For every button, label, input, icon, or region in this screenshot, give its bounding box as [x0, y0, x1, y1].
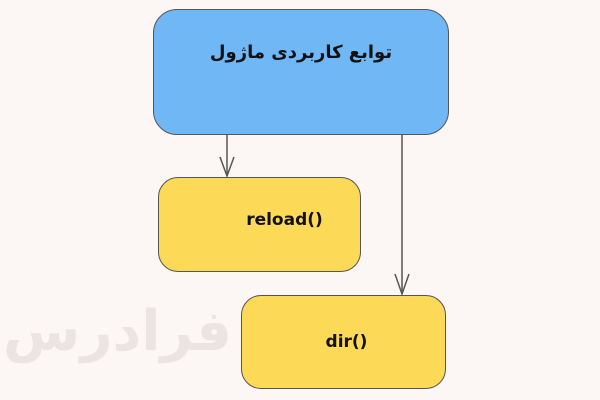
- node-label: توابع کاربردی ماژول: [209, 41, 393, 63]
- arrowhead-icon: [394, 273, 410, 297]
- node-reload: reload(): [158, 177, 361, 272]
- watermark-logo: فرادرس: [3, 299, 232, 364]
- arrowhead-icon: [219, 156, 235, 179]
- node-label: reload(): [246, 209, 323, 230]
- edge-root-to-dir: [394, 135, 410, 297]
- node-module-functions: توابع کاربردی ماژول: [153, 9, 449, 135]
- node-dir: dir(): [241, 295, 446, 389]
- edge-root-to-reload: [219, 135, 235, 179]
- node-label: dir(): [325, 332, 368, 352]
